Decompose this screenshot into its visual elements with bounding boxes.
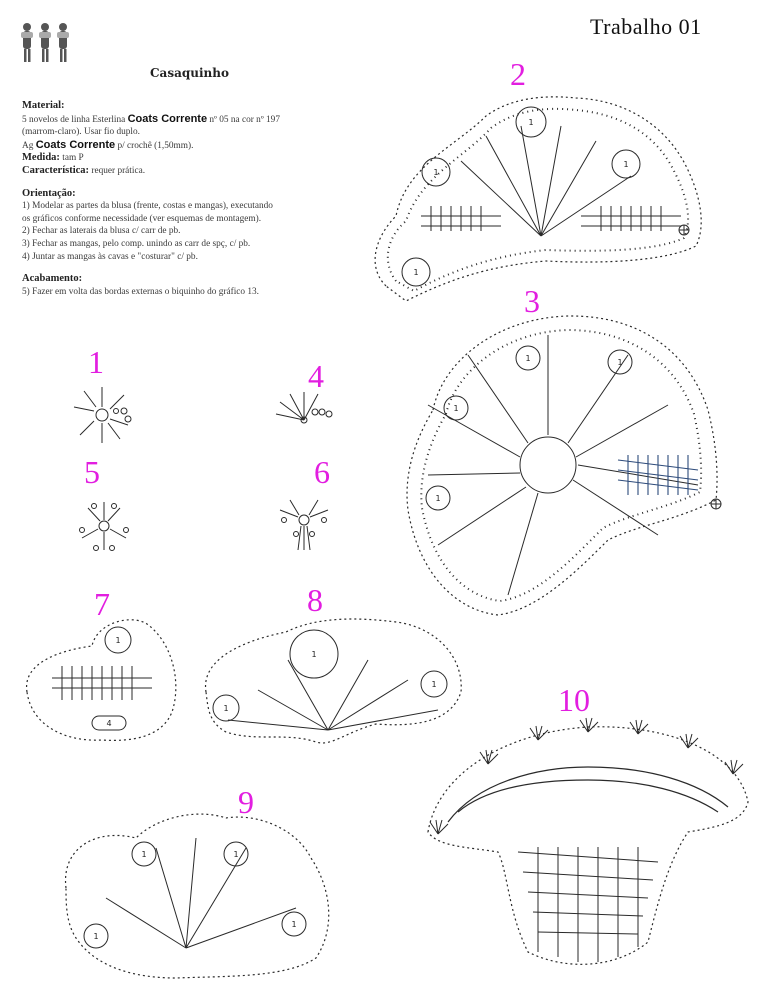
circle-mark: 1 <box>233 850 238 859</box>
circle-mark: 1 <box>433 168 438 177</box>
models-thumbnail <box>18 20 78 64</box>
circle-mark: 4 <box>106 719 111 728</box>
circle-mark: 1 <box>453 404 458 413</box>
crochet-chart-3: 1 1 1 1 <box>406 315 722 616</box>
circle-mark: 1 <box>617 358 622 367</box>
circle-mark: 1 <box>431 680 436 689</box>
circle-mark: 1 <box>115 636 120 645</box>
circle-mark: 1 <box>413 268 418 277</box>
crochet-chart-1 <box>73 387 132 443</box>
diagram-number-5: 5 <box>84 454 100 490</box>
diagram-number-1: 1 <box>88 344 104 380</box>
crochet-chart-6 <box>279 499 329 551</box>
medida-value: tam P <box>62 153 84 164</box>
circle-mark: 1 <box>528 118 533 127</box>
circle-mark: 1 <box>93 932 98 941</box>
material-text: Ag <box>22 140 34 151</box>
caracteristica-line: Característica: requer prática. <box>22 165 392 178</box>
circle-mark: 1 <box>525 354 530 363</box>
material-heading: Material: <box>22 100 65 111</box>
diagram-number-8: 8 <box>307 582 323 618</box>
page-title: Trabalho 01 <box>590 14 702 39</box>
circle-mark: 1 <box>223 704 228 713</box>
material-line-1: 5 novelos de linha Esterlina Coats Corre… <box>22 113 392 127</box>
crochet-chart-7: 1 4 <box>26 619 177 741</box>
brand-name: Coats Corrente <box>127 112 208 125</box>
circle-mark: 1 <box>291 920 296 929</box>
diagram-number-7: 7 <box>94 586 110 622</box>
acabamento-heading: Acabamento: <box>22 273 83 285</box>
medida-label: Medida: <box>22 152 60 164</box>
diagram-number-2: 2 <box>510 56 526 92</box>
instructions-block: Material: 5 novelos de linha Esterlina C… <box>22 100 392 298</box>
medida-line: Medida: tam P <box>22 152 392 165</box>
orientacao-step: os gráficos conforme necessidade (ver es… <box>22 213 262 224</box>
material-line-3: Ag Coats Corrente p/ crochê (1,50mm). <box>22 139 392 153</box>
diagram-number-3: 3 <box>524 283 540 319</box>
diagram-number-6: 6 <box>314 454 330 490</box>
orientacao-step: 3) Fechar as mangas, pelo comp. unindo a… <box>22 238 251 249</box>
material-text: nº 05 na cor nº 197 <box>209 114 280 125</box>
orientacao-step: 1) Modelar as partes da blusa (frente, c… <box>22 201 273 212</box>
diagram-number-9: 9 <box>238 784 254 820</box>
material-text: p/ crochê (1,50mm). <box>117 140 194 151</box>
crochet-chart-4 <box>275 392 333 424</box>
acabamento-step: 5) Fazer em volta das bordas externas o … <box>22 286 260 297</box>
crochet-chart-9: 1 1 1 1 <box>64 813 330 979</box>
circle-mark: 1 <box>623 160 628 169</box>
material-text: 5 novelos de linha Esterlina <box>22 114 126 125</box>
crochet-chart-10 <box>427 717 749 965</box>
orientacao-step: 2) Fechar as laterais da blusa c/ carr d… <box>22 226 181 237</box>
caracteristica-label: Característica: <box>22 164 90 176</box>
diagram-number-4: 4 <box>308 358 324 394</box>
crochet-chart-8: 1 1 1 <box>204 618 462 744</box>
circle-mark: 1 <box>311 650 316 659</box>
circle-mark: 1 <box>435 494 440 503</box>
caracteristica-value: requer prática. <box>91 165 146 176</box>
diagram-number-10: 10 <box>558 682 590 718</box>
orientacao-step: 4) Juntar as mangas às cavas e "costurar… <box>22 251 198 262</box>
crochet-chart-2: 1 1 1 1 <box>374 96 702 302</box>
crochet-chart-5 <box>79 502 129 551</box>
orientacao-heading: Orientação: <box>22 187 76 199</box>
material-line-2: (marrom-claro). Usar fio duplo. <box>22 127 140 138</box>
brand-name: Coats Corrente <box>35 138 116 151</box>
circle-mark: 1 <box>141 850 146 859</box>
document-title: Casaquinho <box>150 66 229 80</box>
